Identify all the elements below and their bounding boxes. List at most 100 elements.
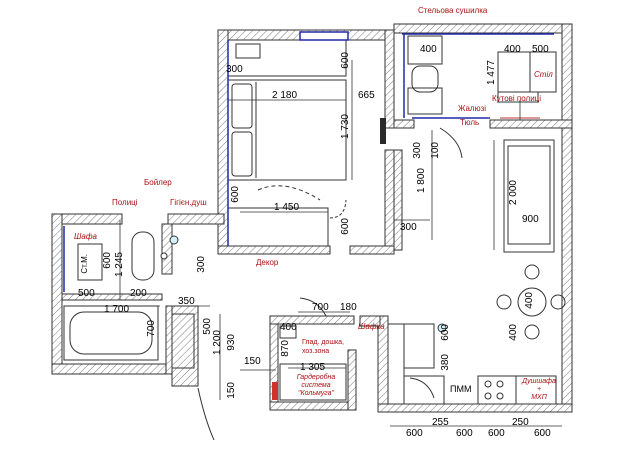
dim-300-d: 300 bbox=[412, 142, 423, 159]
dim-600-e: 600 bbox=[440, 324, 451, 341]
study-door bbox=[439, 127, 463, 159]
wardrobe-system bbox=[279, 363, 347, 401]
dim-1200: 1 200 bbox=[212, 330, 223, 356]
dim-2180: 2 180 bbox=[272, 90, 298, 101]
dim-300-c: 300 bbox=[196, 256, 207, 273]
bedroom-arc bbox=[257, 185, 321, 201]
dim-150-a: 150 bbox=[244, 356, 261, 367]
dim-bottom-600-2: 600 bbox=[456, 428, 473, 439]
wall-study-bottom-r bbox=[489, 119, 573, 129]
label-hygiene-shower: Гігієн.душ bbox=[170, 198, 207, 207]
entrance-door bbox=[197, 387, 215, 441]
sofa bbox=[503, 139, 555, 253]
wall-kitchen-col bbox=[359, 315, 381, 327]
label-decor: Декор bbox=[256, 258, 279, 267]
hall-bench bbox=[279, 325, 297, 339]
kitchen-units bbox=[387, 323, 557, 405]
dim-1800: 1 800 bbox=[416, 168, 427, 194]
bedroom-wardrobe bbox=[227, 31, 349, 77]
wall-living-left bbox=[393, 149, 403, 251]
dimension-lines bbox=[70, 60, 562, 427]
dim-500-a: 500 bbox=[532, 44, 549, 55]
wall-bath-mid bbox=[61, 293, 163, 301]
wardrobe-line-1: Гардеробна bbox=[296, 374, 336, 381]
dim-100: 100 bbox=[430, 142, 441, 159]
wall-bedroom-right bbox=[384, 29, 395, 129]
label-cabinet-hall: Шафка bbox=[358, 322, 385, 331]
fridge-line-3: МХП bbox=[531, 394, 547, 401]
dining-table bbox=[496, 264, 566, 340]
dim-180: 180 bbox=[340, 302, 357, 313]
dim-300-a: 300 bbox=[226, 64, 243, 75]
dim-bottom-600-1: 600 bbox=[406, 428, 423, 439]
dim-700-a: 700 bbox=[312, 302, 329, 313]
dim-1700: 1 700 bbox=[104, 304, 130, 315]
dim-870: 870 bbox=[280, 340, 291, 357]
fridge-line-2: + bbox=[536, 386, 542, 393]
pipe-1 bbox=[169, 235, 179, 245]
dim-1730: 1 730 bbox=[340, 114, 351, 140]
dim-600-d: 600 bbox=[102, 252, 113, 269]
dim-500-b: 500 bbox=[78, 288, 95, 299]
hall-door-arc bbox=[299, 297, 327, 317]
dim-bottom-600-3: 600 bbox=[488, 428, 505, 439]
pipe-2 bbox=[160, 252, 168, 260]
dim-1450: 1 450 bbox=[274, 202, 300, 213]
dim-665: 665 bbox=[358, 90, 375, 101]
dim-400-d: 400 bbox=[508, 324, 519, 341]
dim-600-c: 600 bbox=[340, 218, 351, 235]
label-washing-machine: Ст.М. bbox=[80, 254, 89, 274]
dim-300-b: 300 bbox=[400, 222, 417, 233]
label-boiler: Бойлер bbox=[144, 178, 172, 187]
label-ceiling-dryer: Стельова сушилка bbox=[418, 6, 488, 15]
label-tulle: Тюль bbox=[460, 118, 480, 127]
dim-1477: 1 477 bbox=[486, 60, 497, 86]
label-pmm: ПММ bbox=[450, 384, 472, 394]
dim-350: 350 bbox=[178, 296, 195, 307]
dim-bottom-600-4: 600 bbox=[534, 428, 551, 439]
dim-600-b: 600 bbox=[230, 186, 241, 203]
label-fridge-cabinet: Душшафа + МХП bbox=[522, 378, 556, 402]
dim-1305: 1 305 bbox=[300, 362, 326, 373]
hall-red-marker bbox=[272, 382, 278, 400]
dim-400-b: 400 bbox=[504, 44, 521, 55]
label-jalousie: Жалюзі bbox=[458, 104, 487, 113]
bedroom-tv bbox=[380, 118, 386, 144]
walls bbox=[51, 23, 573, 413]
dim-700-b: 700 bbox=[146, 320, 157, 337]
dim-bottom-255: 255 bbox=[432, 417, 449, 428]
dim-1245: 1 245 bbox=[114, 252, 125, 278]
label-shelf: Полиці bbox=[112, 198, 138, 207]
label-desk: Стіл bbox=[534, 70, 553, 79]
kitchen-pipe bbox=[437, 323, 447, 333]
label-ironing-board: Глад. дошка, хоз.зона bbox=[302, 339, 344, 355]
study-furniture bbox=[407, 35, 557, 115]
dim-400-c: 400 bbox=[280, 322, 297, 333]
wall-kitchen-bottom bbox=[377, 403, 573, 413]
dim-400-a: 400 bbox=[420, 44, 437, 55]
dim-930: 930 bbox=[226, 334, 237, 351]
dim-200: 200 bbox=[130, 288, 147, 299]
wall-bath-top2 bbox=[167, 213, 225, 225]
wall-study-bottom bbox=[393, 119, 415, 129]
label-corner-shelves: Кутові полиці bbox=[492, 94, 542, 103]
label-cabinet: Шафа bbox=[74, 232, 97, 241]
bedroom-door-swing bbox=[329, 199, 347, 219]
wardrobe-line-3: "Кольмуга" bbox=[298, 390, 334, 397]
fridge-line-1: Душшафа bbox=[522, 378, 556, 385]
dim-2000: 2 000 bbox=[508, 180, 519, 206]
wall-bath-right bbox=[161, 223, 173, 275]
dim-bottom-250: 250 bbox=[512, 417, 529, 428]
wall-wardrobe-top bbox=[269, 315, 355, 325]
label-wardrobe: Гардеробна система "Кольмуга" bbox=[284, 374, 348, 398]
dim-150-b: 150 bbox=[226, 382, 237, 399]
kitchen-arc bbox=[409, 377, 435, 399]
wardrobe-line-2: система bbox=[301, 382, 331, 389]
dim-400-e: 400 bbox=[524, 292, 535, 309]
dim-380: 380 bbox=[440, 354, 451, 371]
dim-600-a: 600 bbox=[340, 52, 351, 69]
wall-wardrobe-right bbox=[347, 349, 357, 411]
